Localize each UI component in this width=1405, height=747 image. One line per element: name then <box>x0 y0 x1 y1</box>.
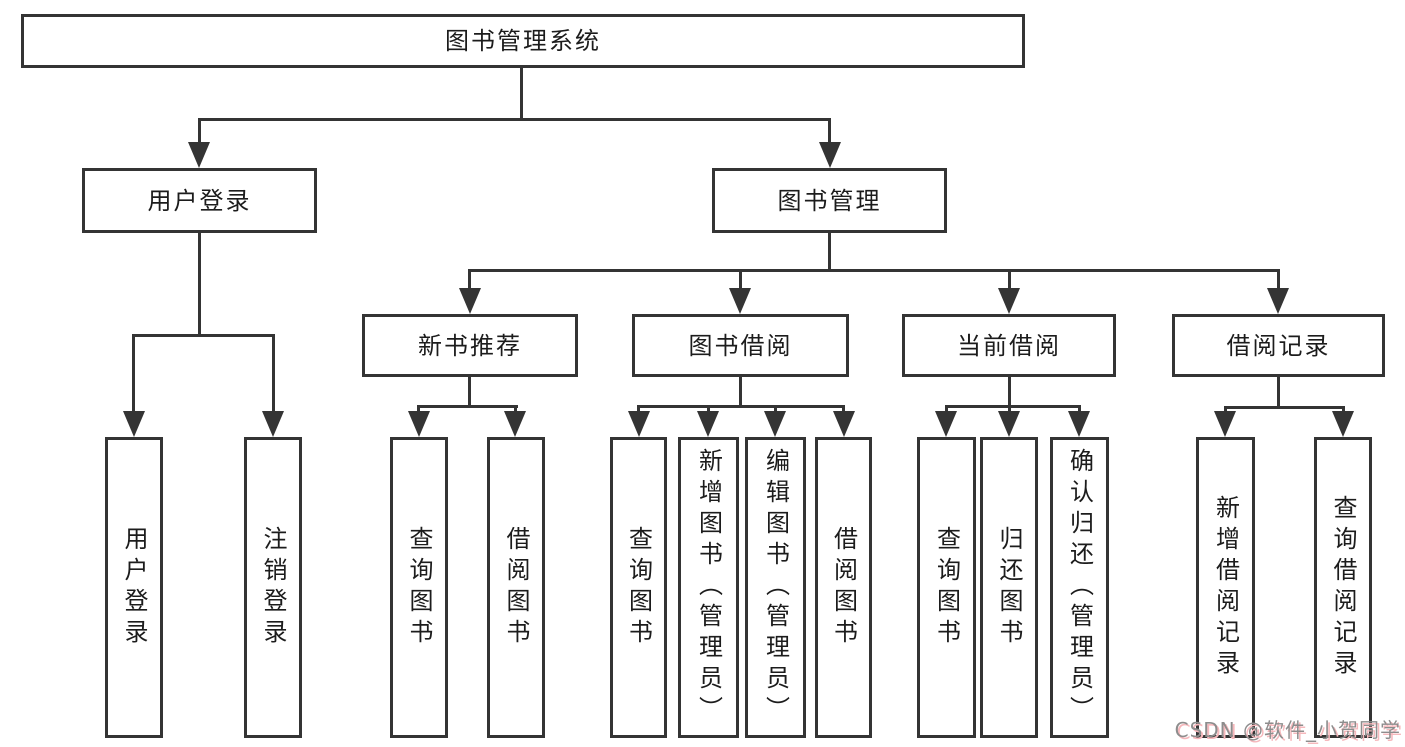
arrowhead-down-icon <box>1332 411 1354 437</box>
node-new-book-recommend: 新书推荐 <box>362 314 578 377</box>
connector-drop-leaf-user-login <box>132 334 135 413</box>
node-book-management: 图书管理 <box>712 168 947 233</box>
leaf-logout: 注销登录 <box>244 437 302 738</box>
node-current-borrowing: 当前借阅 <box>902 314 1116 377</box>
connector-drop-book-management <box>828 118 831 145</box>
arrowhead-down-icon <box>262 411 284 437</box>
leaf-bb-edit-books-admin: 编辑图书（管理员） <box>745 437 806 738</box>
arrowhead-down-icon <box>998 288 1020 314</box>
connector-cb-stem <box>1008 377 1011 407</box>
leaf-bb-add-books-admin: 新增图书（管理员） <box>678 437 739 738</box>
arrowhead-down-icon <box>819 142 841 168</box>
node-user-login: 用户登录 <box>82 168 317 233</box>
connector-nbr-rail <box>417 405 518 408</box>
leaf-nbr-query-books: 查询图书 <box>390 437 448 738</box>
connector-bb-stem <box>739 377 742 407</box>
connector-drop <box>1008 405 1011 413</box>
arrowhead-down-icon <box>408 411 430 437</box>
node-borrow-records: 借阅记录 <box>1172 314 1385 377</box>
csdn-watermark: CSDN @软件_小贺同学 <box>1174 718 1401 742</box>
connector-drop-borrow-records <box>1277 269 1280 291</box>
arrowhead-down-icon <box>1214 411 1236 437</box>
arrowhead-down-icon <box>1267 288 1289 314</box>
leaf-br-query-record: 查询借阅记录 <box>1314 437 1372 738</box>
connector-user-login-stem <box>198 233 201 336</box>
arrowhead-down-icon <box>628 411 650 437</box>
leaf-user-login: 用户登录 <box>105 437 163 738</box>
arrowhead-down-icon <box>833 411 855 437</box>
connector-drop <box>774 405 777 413</box>
connector-drop <box>945 405 948 413</box>
leaf-nbr-borrow-books: 借阅图书 <box>487 437 545 738</box>
connector-bb-rail <box>637 405 845 408</box>
connector-br-stem <box>1277 377 1280 408</box>
arrowhead-down-icon <box>764 411 786 437</box>
connector-drop <box>842 405 845 413</box>
connector-drop-new-book-recommend <box>468 269 471 291</box>
arrowhead-down-icon <box>697 411 719 437</box>
arrowhead-down-icon <box>729 288 751 314</box>
leaf-cb-return-books: 归还图书 <box>980 437 1038 738</box>
leaf-cb-confirm-return-admin: 确认归还（管理员） <box>1050 437 1109 738</box>
arrowhead-down-icon <box>998 411 1020 437</box>
leaf-br-add-record: 新增借阅记录 <box>1196 437 1255 738</box>
connector-drop <box>637 405 640 413</box>
arrowhead-down-icon <box>459 288 481 314</box>
arrowhead-down-icon <box>504 411 526 437</box>
leaf-bb-query-books: 查询图书 <box>610 437 667 738</box>
connector-drop <box>1342 406 1345 413</box>
node-book-borrowing: 图书借阅 <box>632 314 849 377</box>
leaf-cb-query-books: 查询图书 <box>917 437 976 738</box>
connector-drop <box>707 405 710 413</box>
arrowhead-down-icon <box>935 411 957 437</box>
connector-root-rail <box>198 118 831 121</box>
connector-root-stem <box>520 68 523 120</box>
connector-drop-leaf-logout <box>272 334 275 413</box>
node-root: 图书管理系统 <box>21 14 1025 68</box>
connector-drop-current-borrowing <box>1008 269 1011 291</box>
connector-drop-user-login <box>198 118 201 145</box>
connector-drop-book-borrowing <box>739 269 742 291</box>
arrowhead-down-icon <box>123 411 145 437</box>
connector-book-mgmt-stem <box>828 233 831 271</box>
arrowhead-down-icon <box>188 142 210 168</box>
connector-drop <box>1078 405 1081 413</box>
arrowhead-down-icon <box>1068 411 1090 437</box>
connector-cb-rail <box>945 405 1081 408</box>
connector-drop <box>417 405 420 413</box>
connector-nbr-stem <box>468 377 471 407</box>
leaf-bb-borrow-books: 借阅图书 <box>815 437 872 738</box>
connector-book-mgmt-rail <box>468 269 1280 272</box>
connector-user-login-rail <box>132 334 275 337</box>
connector-drop <box>1224 406 1227 413</box>
connector-drop <box>514 405 517 413</box>
connector-br-rail <box>1224 406 1345 409</box>
